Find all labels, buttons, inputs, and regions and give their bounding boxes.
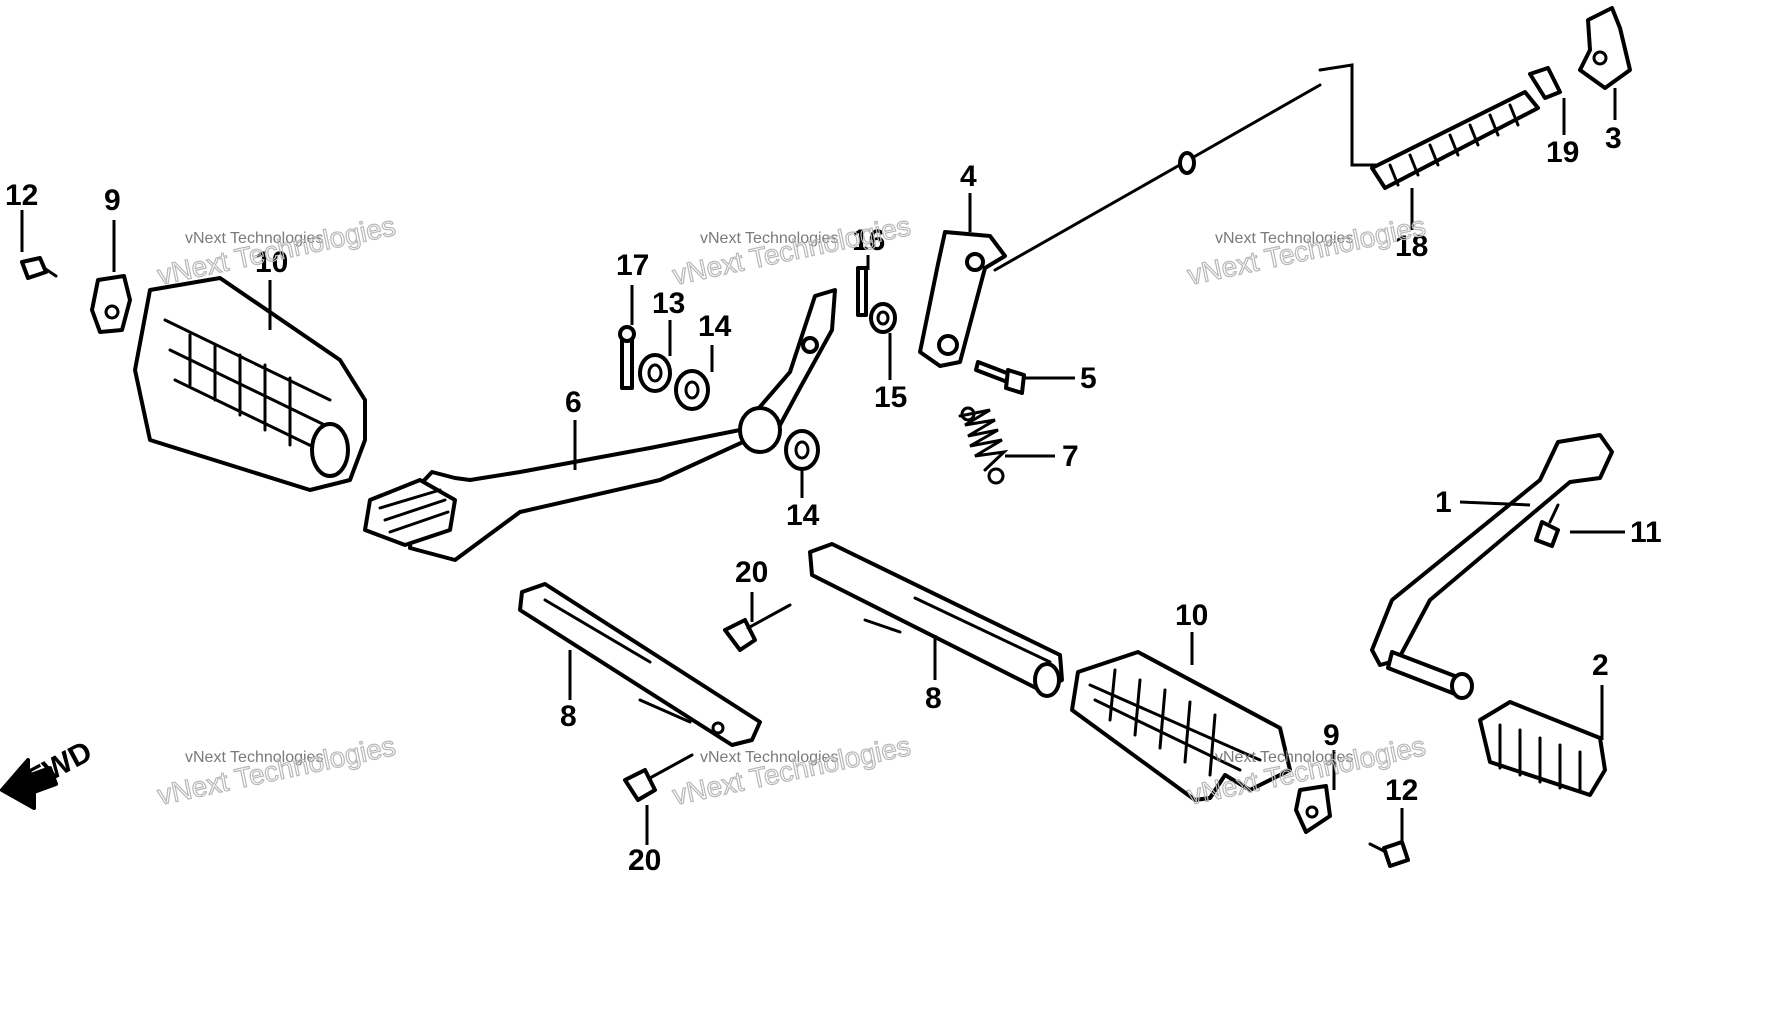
callout-20-lower: 20 <box>628 844 661 877</box>
footpeg-bar-part-8-left <box>518 582 762 747</box>
callout-17: 17 <box>616 249 649 282</box>
callout-10-right: 10 <box>1175 599 1208 632</box>
footpeg-rubber-part-10-left <box>133 276 367 492</box>
cotter-pin-part-17 <box>618 325 636 390</box>
collar-part-19 <box>1528 66 1562 100</box>
callout-8-right: 8 <box>925 682 942 715</box>
watermark-text-large: vNext Technologies <box>1185 210 1428 291</box>
watermark-text-large: vNext Technologies <box>155 730 398 811</box>
footpeg-rubber-part-10-right <box>1070 650 1292 802</box>
callout-2: 2 <box>1592 649 1609 682</box>
bolt-part-5 <box>974 360 1026 395</box>
callout-5: 5 <box>1080 362 1097 395</box>
forward-label: FWD <box>22 735 98 796</box>
watermark-text: vNext Technologies <box>1215 749 1353 766</box>
callout-10-left: 10 <box>255 246 288 279</box>
bracket-part-9-left <box>90 274 132 334</box>
forward-direction-arrow: FWD <box>0 735 98 810</box>
washer-part-14-upper <box>674 369 710 411</box>
callout-19: 19 <box>1546 136 1579 169</box>
brake-arm-part-4 <box>918 230 1007 368</box>
watermark-text: vNext Technologies <box>700 230 838 247</box>
watermark: vNext Technologies vNext Technologies <box>154 730 399 812</box>
watermark: vNext Technologies vNext Technologies <box>669 730 914 812</box>
callout-14-upper: 14 <box>698 310 732 343</box>
callout-labels: 12 9 10 17 13 14 6 14 16 15 4 5 7 18 19 … <box>5 122 1662 877</box>
watermark-text: vNext Technologies <box>185 749 323 766</box>
pin-part-16 <box>856 266 868 317</box>
washer-part-14-lower <box>784 429 820 471</box>
bracket-part-9-right <box>1294 784 1332 834</box>
callout-9-right: 9 <box>1323 719 1340 752</box>
callout-11: 11 <box>1630 516 1662 549</box>
footpeg-bar-part-8-right <box>808 542 1064 698</box>
watermark-text: vNext Technologies <box>1215 230 1353 247</box>
callout-6: 6 <box>565 386 582 419</box>
callout-14-lower: 14 <box>786 499 820 532</box>
shift-lever-part-1 <box>1370 433 1614 700</box>
watermark-text-large: vNext Technologies <box>670 730 913 811</box>
callout-8-left: 8 <box>560 700 577 733</box>
callout-3: 3 <box>1605 122 1622 155</box>
spring-part-18 <box>1370 90 1540 190</box>
watermark-text: vNext Technologies <box>700 749 838 766</box>
bolt-part-20-lower <box>623 753 694 802</box>
washer-part-15 <box>869 302 897 334</box>
callout-4: 4 <box>960 160 977 193</box>
callout-16: 16 <box>852 224 885 257</box>
watermark-text: vNext Technologies <box>185 230 323 247</box>
callout-18: 18 <box>1395 230 1428 263</box>
watermark: vNext Technologies vNext Technologies <box>1184 210 1429 292</box>
adjust-nut-part-3 <box>1578 6 1632 90</box>
washer-part-13 <box>638 353 672 393</box>
callout-13: 13 <box>652 287 685 320</box>
callout-7: 7 <box>1062 440 1079 473</box>
bolt-part-12-right <box>1368 840 1410 868</box>
return-spring-part-7 <box>958 406 1009 485</box>
bolt-part-11 <box>1534 503 1560 548</box>
brake-pedal-part-6 <box>363 288 837 562</box>
callout-15: 15 <box>874 381 907 414</box>
bolt-part-20-upper <box>723 603 792 652</box>
brake-rod-assembly <box>993 63 1382 272</box>
shift-rubber-part-2 <box>1478 700 1607 797</box>
callout-12-right: 12 <box>1385 774 1418 807</box>
callout-20-upper: 20 <box>735 556 768 589</box>
leader-lines <box>20 88 1625 845</box>
callout-9-left: 9 <box>104 184 121 217</box>
callout-12-left: 12 <box>5 179 38 212</box>
callout-1: 1 <box>1435 486 1452 519</box>
bolt-part-12-left <box>20 256 58 280</box>
